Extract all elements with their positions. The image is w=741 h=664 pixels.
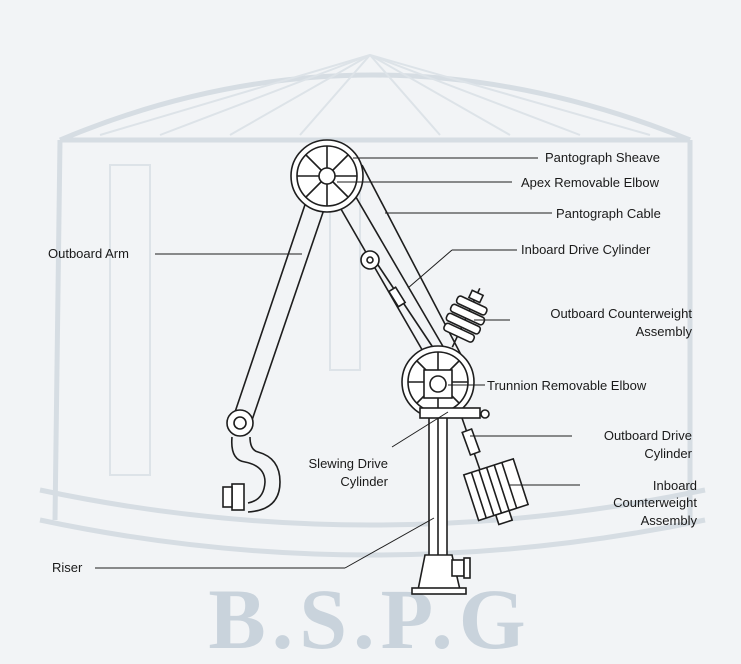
background-tank <box>39 54 706 558</box>
pantograph-cable <box>361 164 471 373</box>
label-inboard-counterweight-line3: Assembly <box>641 513 698 528</box>
slewing-bracket <box>419 407 481 419</box>
label-inboard-counterweight-line1: Inboard <box>653 478 697 493</box>
trunnion-sheave <box>401 345 475 419</box>
label-outboard-counterweight-line1: Outboard Counterweight <box>550 306 692 321</box>
labels: Pantograph Sheave Apex Removable Elbow P… <box>48 150 697 575</box>
outboard-drive-cylinder <box>461 417 481 471</box>
label-trunnion-removable-elbow: Trunnion Removable Elbow <box>487 378 647 393</box>
label-outboard-drive-cylinder-line1: Outboard Drive <box>604 428 692 443</box>
label-slewing-drive-line2: Cylinder <box>340 474 388 489</box>
leader-lines <box>95 157 580 569</box>
label-pantograph-cable: Pantograph Cable <box>556 206 661 221</box>
label-inboard-drive-cylinder: Inboard Drive Cylinder <box>521 242 651 257</box>
inboard-arm <box>329 179 449 361</box>
label-outboard-drive-cylinder-line2: Cylinder <box>644 446 692 461</box>
label-riser: Riser <box>52 560 83 575</box>
label-outboard-arm: Outboard Arm <box>48 246 129 261</box>
outboard-counterweight <box>443 287 488 348</box>
label-pantograph-sheave: Pantograph Sheave <box>545 150 660 165</box>
label-inboard-counterweight-line2: Counterweight <box>613 495 697 510</box>
riser <box>411 409 471 595</box>
watermark-text: B.S.P.G <box>208 571 531 664</box>
label-slewing-drive-line1: Slewing Drive <box>309 456 388 471</box>
inboard-counterweight <box>462 457 530 526</box>
label-apex-removable-elbow: Apex Removable Elbow <box>521 175 660 190</box>
slewing-pin <box>480 409 490 419</box>
label-outboard-counterweight-line2: Assembly <box>636 324 693 339</box>
outboard-arm <box>222 177 333 513</box>
pantograph-sheave <box>290 139 364 213</box>
